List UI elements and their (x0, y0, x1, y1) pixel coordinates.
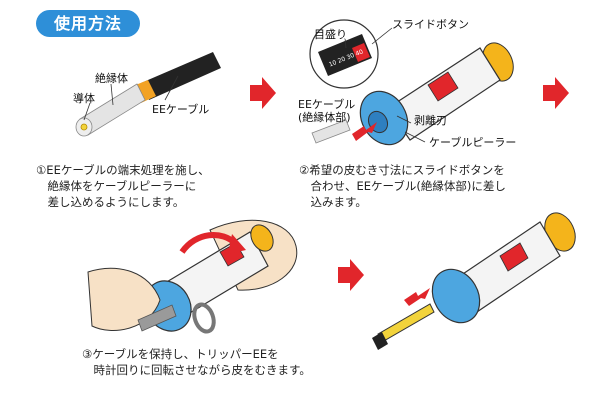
step2-caption: ②希望の皮むき寸法にスライドボタンを 合わせ、EEケーブル(絶縁体部)に差し 込… (299, 163, 506, 209)
step3-tool-illustration (87, 219, 298, 334)
step3-cable (137, 304, 177, 332)
leader-cable (164, 75, 179, 101)
label-insulation: 絶縁体 (95, 72, 128, 85)
step2-cable (311, 119, 351, 144)
step2-tool-illustration (309, 19, 514, 146)
label-ee-cable-insulation: EEケーブル (絶縁体部) (298, 98, 356, 124)
label-slide-button: スライドボタン (392, 18, 469, 31)
step1-caption: ①EEケーブルの端末処理を施し、 絶縁体をケーブルピーラーに 差し込めるようにし… (36, 163, 210, 209)
leader-scale (344, 37, 347, 49)
step4-conductor (377, 303, 435, 343)
title-badge: 使用方法 (36, 10, 140, 37)
scale-plate (318, 34, 372, 76)
leader-insulation (110, 83, 114, 106)
cable-sheath (141, 52, 221, 100)
label-conductor: 導体 (73, 92, 95, 105)
flow-arrow-icon (338, 259, 364, 291)
push-arrow-icon (404, 288, 430, 306)
step3-caption: ③ケーブルを保持し、トリッパーEEを 時計回りに回転させながら皮をむきます。 (82, 347, 311, 377)
leader-peeler (404, 131, 426, 143)
ee-cable-diagram (75, 52, 221, 137)
flow-arrow-icon (543, 77, 569, 109)
step4-tool-illustration (372, 212, 576, 350)
leader-conductor (83, 102, 91, 121)
rotation-arrow-head (228, 234, 246, 254)
label-stripping-blade: 剥離刃 (414, 114, 447, 127)
label-scale: 目盛り (314, 28, 347, 41)
leader-blade (396, 115, 412, 124)
tool4-blue-head (431, 268, 481, 324)
peeled-insulation (192, 302, 216, 334)
scale-slider-red (352, 43, 370, 62)
label-ee-cable: EEケーブル (152, 103, 210, 116)
hand-left (87, 267, 161, 331)
tool3-yellow-cap (250, 224, 274, 252)
flow-arrow-icon (250, 77, 276, 109)
step4-cable-end (372, 332, 388, 350)
tool4-slider (499, 242, 529, 272)
slide-button (427, 71, 459, 102)
push-arrow-icon (352, 122, 377, 141)
conductor-core (80, 123, 88, 131)
leader-slide-button (371, 27, 393, 45)
label-cable-peeler: ケーブルピーラー (429, 136, 517, 149)
